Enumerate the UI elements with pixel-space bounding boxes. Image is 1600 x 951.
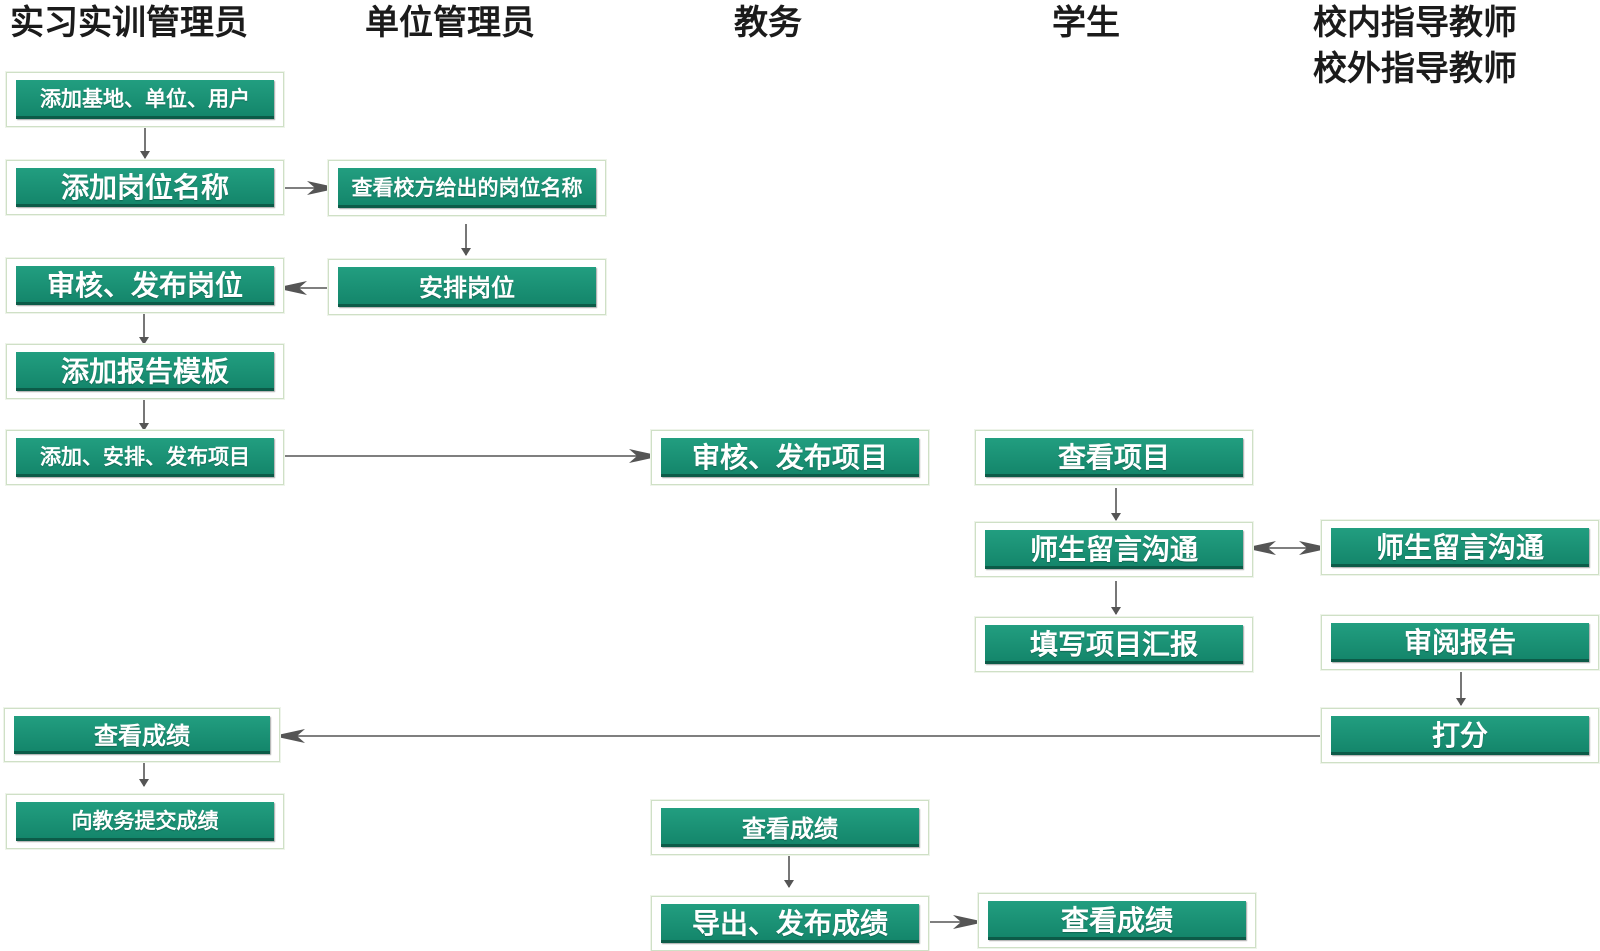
lane-header-student: 学生 <box>1052 3 1120 43</box>
node-label: 安排岗位 <box>338 267 596 307</box>
node-label: 审核、发布岗位 <box>16 266 274 305</box>
node-label: 查看成绩 <box>661 808 919 847</box>
node-label: 查看成绩 <box>988 901 1246 940</box>
node-label: 打分 <box>1331 716 1589 755</box>
node-label: 添加报告模板 <box>16 352 274 391</box>
node-student-view-project: 查看项目 <box>975 430 1253 485</box>
lane-header-academic-affairs: 教务 <box>734 3 802 43</box>
lane-header-teachers: 校内指导教师 校外指导教师 <box>1313 0 1517 92</box>
lane-header-internship-admin: 实习实训管理员 <box>10 3 248 43</box>
node-label: 添加、安排、发布项目 <box>16 438 274 477</box>
node-label: 向教务提交成绩 <box>16 802 274 841</box>
node-add-base-unit-user: 添加基地、单位、用户 <box>6 72 284 127</box>
node-label: 导出、发布成绩 <box>661 904 919 943</box>
node-submit-score-to-academic: 向教务提交成绩 <box>6 794 284 849</box>
node-view-school-post-name: 查看校方给出的岗位名称 <box>328 160 606 216</box>
node-admin-view-score: 查看成绩 <box>4 708 280 762</box>
node-add-post-name: 添加岗位名称 <box>6 160 284 215</box>
node-label: 添加岗位名称 <box>16 168 274 207</box>
node-label: 填写项目汇报 <box>985 625 1243 664</box>
lane-header-internal-teacher: 校内指导教师 <box>1313 3 1517 43</box>
node-label: 师生留言沟通 <box>1331 528 1589 567</box>
node-teacher-message: 师生留言沟通 <box>1321 520 1599 575</box>
node-fill-project-report: 填写项目汇报 <box>975 617 1253 672</box>
node-grade: 打分 <box>1321 708 1599 763</box>
node-add-report-template: 添加报告模板 <box>6 344 284 399</box>
node-label: 查看成绩 <box>14 716 270 754</box>
node-label: 添加基地、单位、用户 <box>16 80 274 119</box>
node-export-publish-score: 导出、发布成绩 <box>651 896 929 951</box>
node-review-publish-post: 审核、发布岗位 <box>6 258 284 313</box>
node-review-report: 审阅报告 <box>1321 615 1599 670</box>
node-student-message: 师生留言沟通 <box>975 522 1253 577</box>
node-label: 查看项目 <box>985 438 1243 477</box>
node-arrange-post: 安排岗位 <box>328 259 606 315</box>
node-label: 查看校方给出的岗位名称 <box>338 168 596 208</box>
node-student-view-score: 查看成绩 <box>978 893 1256 948</box>
node-label: 师生留言沟通 <box>985 530 1243 569</box>
lane-header-unit-admin: 单位管理员 <box>365 3 535 43</box>
node-add-arrange-publish-project: 添加、安排、发布项目 <box>6 430 284 485</box>
node-label: 审阅报告 <box>1331 623 1589 662</box>
node-review-publish-project: 审核、发布项目 <box>651 430 929 485</box>
node-academic-view-score: 查看成绩 <box>651 800 929 855</box>
lane-header-external-teacher: 校外指导教师 <box>1313 49 1517 89</box>
node-label: 审核、发布项目 <box>661 438 919 477</box>
